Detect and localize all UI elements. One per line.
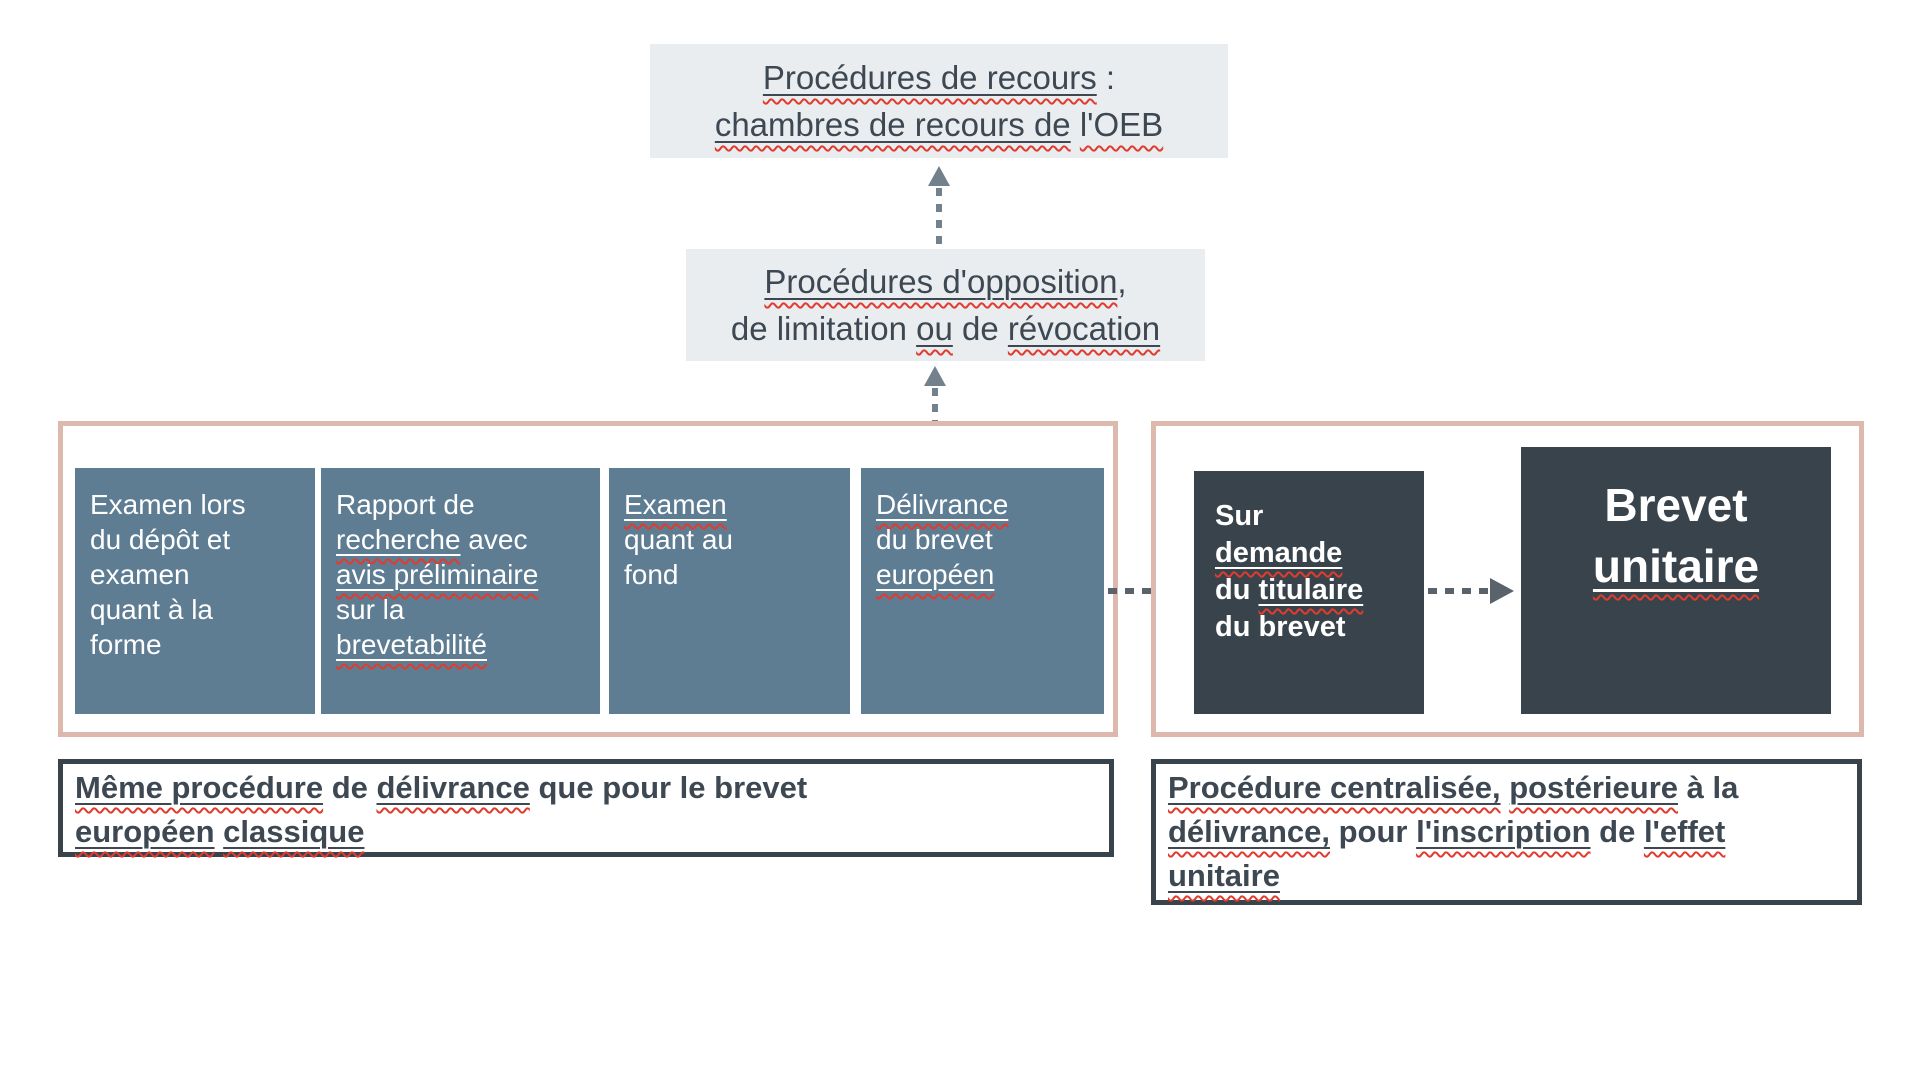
text-line: recherche avec bbox=[336, 524, 528, 555]
text-line: quant au bbox=[624, 524, 733, 555]
text-line: délivrance, pour l'inscription de l'effe… bbox=[1168, 814, 1726, 849]
caption-centralised-procedure: Procédure centralisée, postérieure à la d… bbox=[1151, 759, 1862, 905]
european-grant-procedure-frame: Examen lors du dépôt et examen quant à la fo… bbox=[58, 421, 1118, 737]
text-line: fond bbox=[624, 559, 679, 590]
text-line: Rapport de bbox=[336, 489, 475, 520]
substantive-examination-box: Examen quant au fond bbox=[609, 468, 850, 714]
text-line: examen bbox=[90, 559, 190, 590]
filing-formal-examination-box: Examen lors du dépôt et examen quant à la fo… bbox=[75, 468, 315, 714]
text-line: Même procédure de délivrance que pour le… bbox=[75, 770, 808, 805]
text-line: Procédures d'opposition, bbox=[764, 263, 1127, 300]
text-line: unitaire bbox=[1592, 540, 1760, 592]
grant-european-patent-box: Délivrance du brevet européen bbox=[861, 468, 1104, 714]
text-line: du titulaire bbox=[1215, 574, 1364, 606]
text-line: Examen bbox=[624, 489, 727, 520]
appeal-procedures-box: Procédures de recours : chambres de recou… bbox=[650, 44, 1228, 158]
text-line: Délivrance bbox=[876, 489, 1009, 520]
unitary-patent-frame: Sur demande du titulaire du brevet Brevet un… bbox=[1151, 421, 1864, 737]
text-line: unitaire bbox=[1168, 858, 1280, 893]
text-line: de limitation ou de révocation bbox=[730, 310, 1161, 347]
text-line: Brevet bbox=[1604, 479, 1748, 531]
text-line: du brevet bbox=[876, 524, 993, 555]
text-line: du brevet bbox=[1215, 611, 1346, 643]
opposition-procedures-box: Procédures d'opposition, de limitation ou… bbox=[686, 249, 1205, 361]
search-report-box: Rapport de recherche avec avis préliminair… bbox=[321, 468, 600, 714]
text-line: Sur bbox=[1215, 500, 1264, 532]
text-line: Procédures de recours : bbox=[762, 59, 1116, 96]
text-line: forme bbox=[90, 629, 162, 660]
text-line: Examen lors bbox=[90, 489, 246, 520]
text-line: du dépôt et bbox=[90, 524, 231, 555]
text-line: avis préliminaire bbox=[336, 559, 539, 590]
text-line: demande bbox=[1215, 537, 1343, 569]
caption-classic-procedure: Même procédure de délivrance que pour le… bbox=[58, 759, 1114, 857]
text-line: brevetabilité bbox=[336, 629, 487, 660]
request-of-proprietor-box: Sur demande du titulaire du brevet bbox=[1194, 471, 1424, 714]
text-line: européen classique bbox=[75, 814, 365, 849]
unitary-patent-box: Brevet unitaire bbox=[1521, 447, 1831, 714]
text-line: Procédure centralisée, postérieure à la bbox=[1168, 770, 1739, 805]
text-line: chambres de recours de l'OEB bbox=[714, 106, 1164, 143]
text-line: quant à la bbox=[90, 594, 213, 625]
text-line: européen bbox=[876, 559, 995, 590]
text-line: sur la bbox=[336, 594, 405, 625]
